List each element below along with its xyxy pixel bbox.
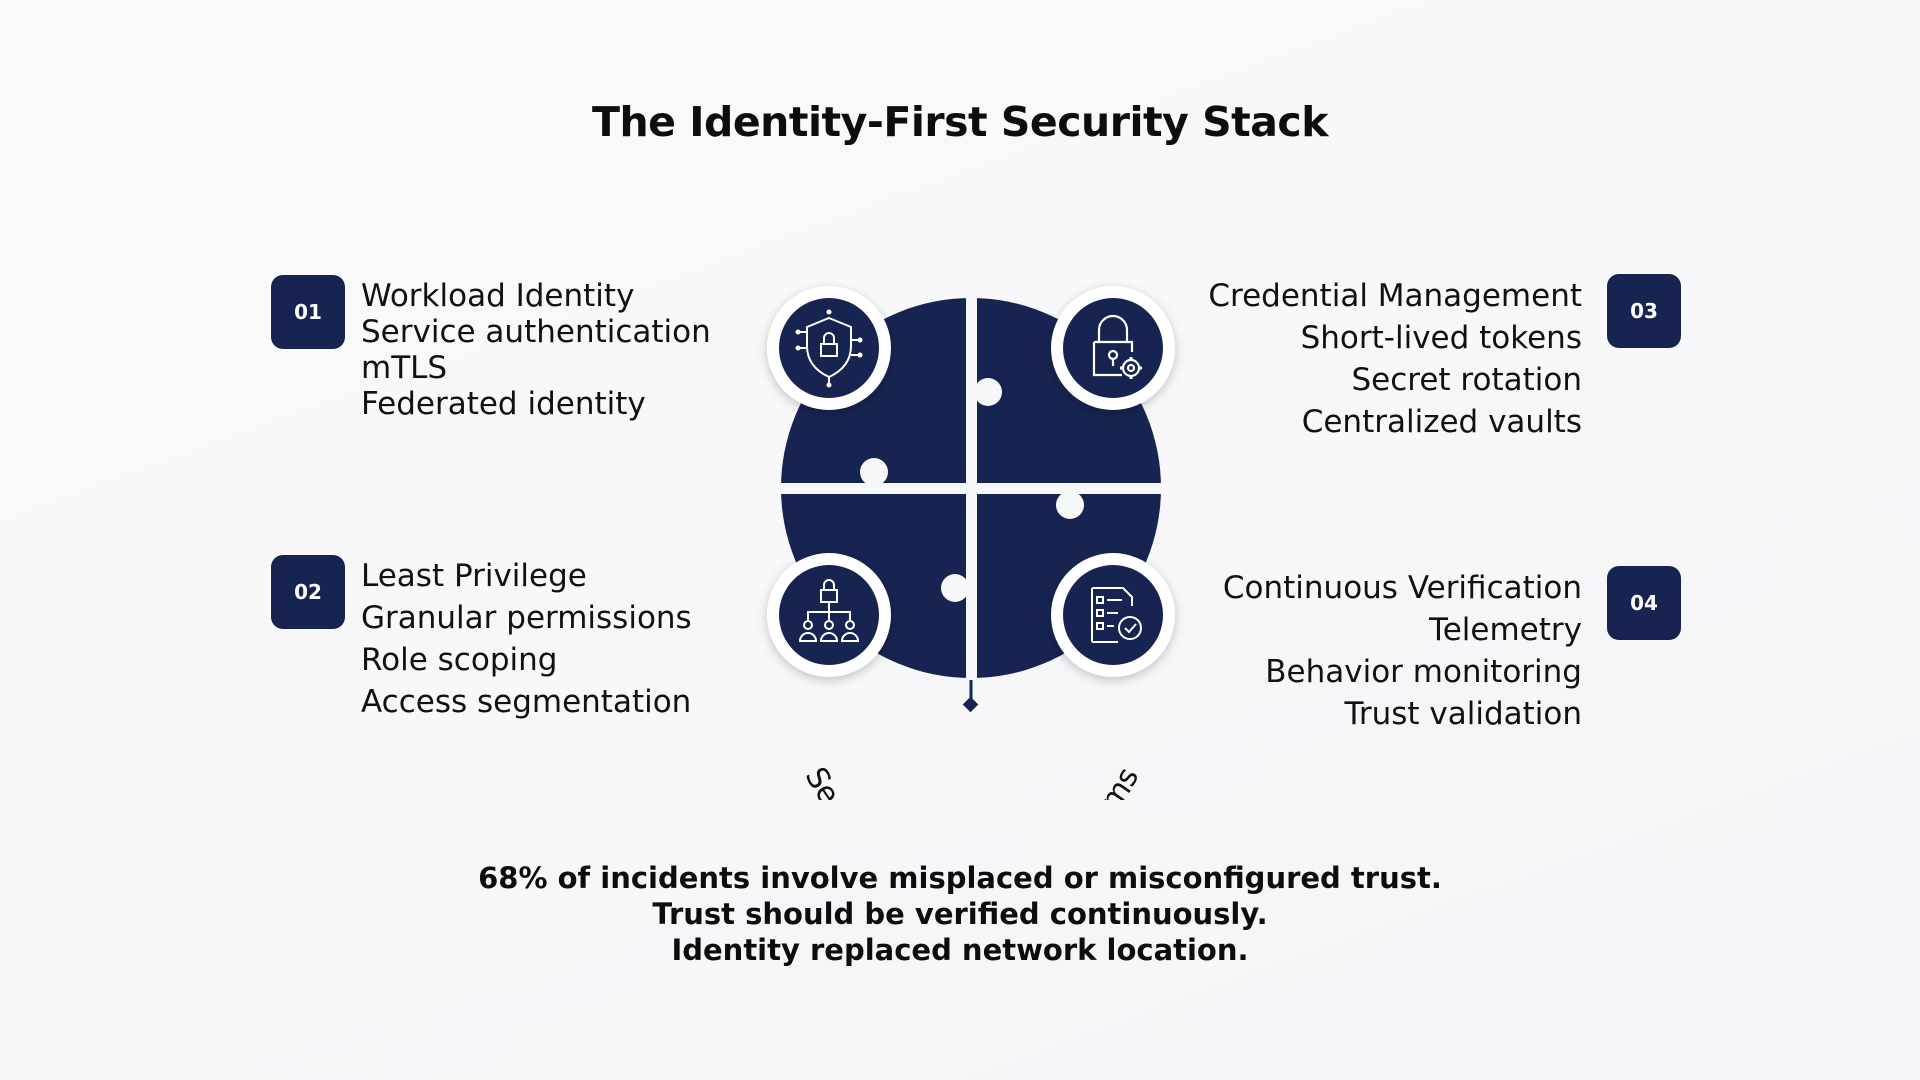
center-label: Secure Distributed Systems	[798, 762, 1147, 800]
pillar-text-03: Credential Management Short-lived tokens…	[1208, 275, 1582, 443]
puzzle-knob	[1056, 491, 1084, 519]
pillar-title-01: Workload Identity	[361, 278, 635, 314]
pillar-title-03: Credential Management	[1208, 278, 1582, 314]
pillar-item: Federated identity	[361, 386, 646, 422]
puzzle-knob	[974, 378, 1002, 406]
pillar-item: Granular permissions	[361, 600, 692, 636]
pillar-item: Role scoping	[361, 642, 558, 678]
pillar-item: Trust validation	[1344, 696, 1582, 732]
checklist-verified-icon	[1051, 553, 1175, 677]
pillar-item: Centralized vaults	[1301, 404, 1582, 440]
puzzle-knob	[941, 574, 969, 602]
pillar-badge-03: 03	[1607, 274, 1681, 348]
pin-head	[962, 696, 979, 713]
footer-line: Trust should be verified continuously.	[652, 897, 1268, 931]
pillar-item: Service authentication	[361, 314, 711, 350]
pillar-item: Behavior monitoring	[1265, 654, 1582, 690]
puzzle-knob	[860, 458, 888, 486]
pillar-item: Telemetry	[1429, 612, 1582, 648]
pillar-badge-02: 02	[271, 555, 345, 629]
pillar-text-01: Workload Identity Service authentication…	[361, 278, 711, 422]
padlock-gear-icon	[1051, 286, 1175, 410]
footer-stat: 68% of incidents involve misplaced or mi…	[478, 861, 1442, 895]
pillar-item: Short-lived tokens	[1300, 320, 1582, 356]
page-title: The Identity-First Security Stack	[592, 98, 1328, 146]
pillar-item: mTLS	[361, 350, 448, 386]
pillar-item: Secret rotation	[1351, 362, 1582, 398]
pillar-text-04: Continuous Verification Telemetry Behavi…	[1223, 567, 1582, 735]
pillar-badge-01: 01	[271, 275, 345, 349]
pillar-title-04: Continuous Verification	[1222, 570, 1582, 606]
pillar-badge-04: 04	[1607, 566, 1681, 640]
pillar-title-02: Least Privilege	[361, 558, 587, 594]
shield-lock-circuit-icon	[767, 286, 891, 410]
puzzle-diagram: Secure Distributed Systems	[767, 286, 1175, 800]
footer: 68% of incidents involve misplaced or mi…	[0, 860, 1920, 968]
footer-line: Identity replaced network location.	[671, 933, 1249, 967]
pillar-item: Access segmentation	[361, 684, 692, 720]
access-hierarchy-icon	[767, 553, 891, 677]
pillar-text-02: Least Privilege Granular permissions Rol…	[361, 555, 692, 723]
